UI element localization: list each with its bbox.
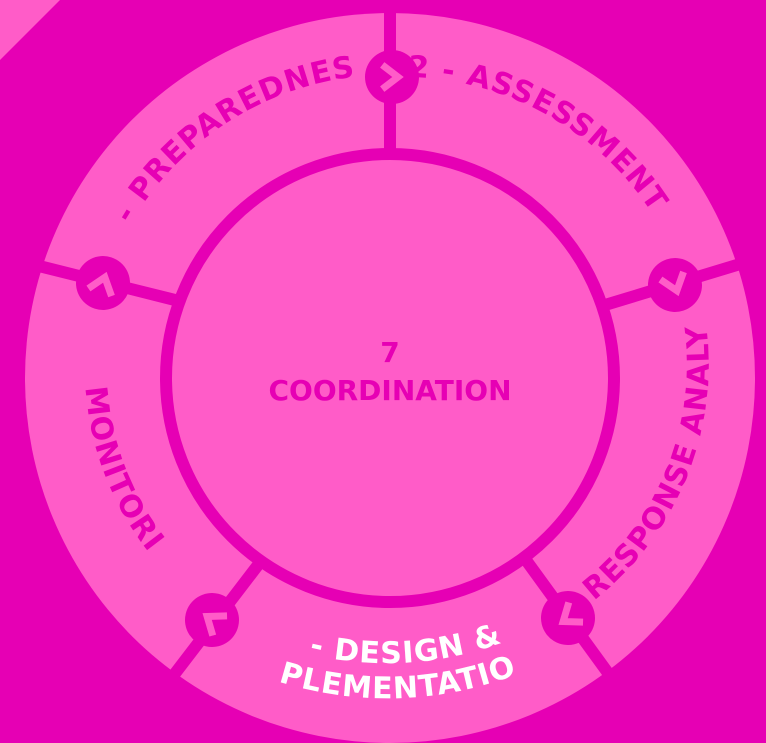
corner-decoration [0,0,60,60]
center-number: 7 [380,336,399,369]
center-label: COORDINATION [268,374,511,407]
center-circle [160,148,620,608]
chevron-icon [185,593,239,647]
chevron-icon [365,50,419,104]
chevron-icon [76,256,130,310]
chevron-icon [648,258,702,312]
chevron-icon [541,591,595,645]
